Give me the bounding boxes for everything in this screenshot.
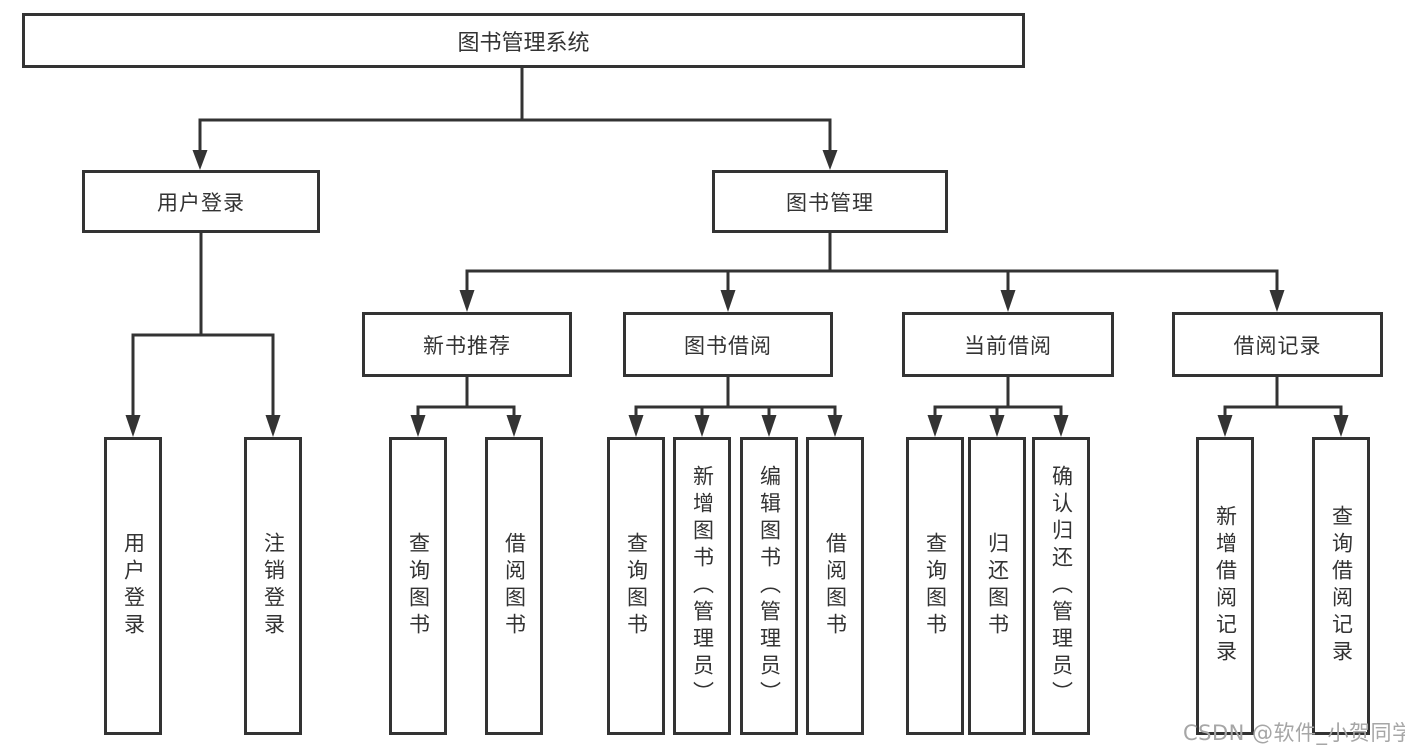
- leaf-query-book-current: 查询图书: [906, 437, 964, 735]
- connector-book-borrow-to-leaves: [628, 377, 843, 437]
- connector-borrow-records-to-leaves: [1217, 377, 1349, 437]
- leaf-query-book-borrow: 查询图书: [607, 437, 665, 735]
- connector-root-to-level1: [192, 68, 838, 170]
- leaf-return-book: 归还图书: [968, 437, 1026, 735]
- connector-current-borrow-to-leaves: [927, 377, 1069, 437]
- leaf-logout: 注销登录: [244, 437, 302, 735]
- node-new-book-recommend: 新书推荐: [362, 312, 572, 377]
- node-current-borrow: 当前借阅: [902, 312, 1114, 377]
- leaf-add-borrow-record: 新增借阅记录: [1196, 437, 1254, 735]
- leaf-borrow-book: 借阅图书: [806, 437, 864, 735]
- leaf-query-borrow-record: 查询借阅记录: [1312, 437, 1370, 735]
- node-user-login: 用户登录: [82, 170, 320, 233]
- connector-new-book-recommend-to-leaves: [410, 377, 522, 437]
- connector-user-login-to-leaves: [125, 233, 281, 437]
- node-book-borrow: 图书借阅: [623, 312, 833, 377]
- leaf-edit-book-admin: 编辑图书（管理员）: [740, 437, 798, 735]
- leaf-query-book-recommend: 查询图书: [389, 437, 447, 735]
- node-borrow-records: 借阅记录: [1172, 312, 1383, 377]
- connector-book-management-to-level2: [459, 233, 1285, 312]
- node-book-management: 图书管理: [712, 170, 948, 233]
- watermark-text: CSDN @软件_小贺同学: [1183, 721, 1405, 745]
- leaf-add-book-admin: 新增图书（管理员）: [673, 437, 731, 735]
- node-root: 图书管理系统: [22, 13, 1025, 68]
- leaf-user-login: 用户登录: [104, 437, 162, 735]
- leaf-confirm-return-admin: 确认归还（管理员）: [1032, 437, 1090, 735]
- leaf-borrow-book-recommend: 借阅图书: [485, 437, 543, 735]
